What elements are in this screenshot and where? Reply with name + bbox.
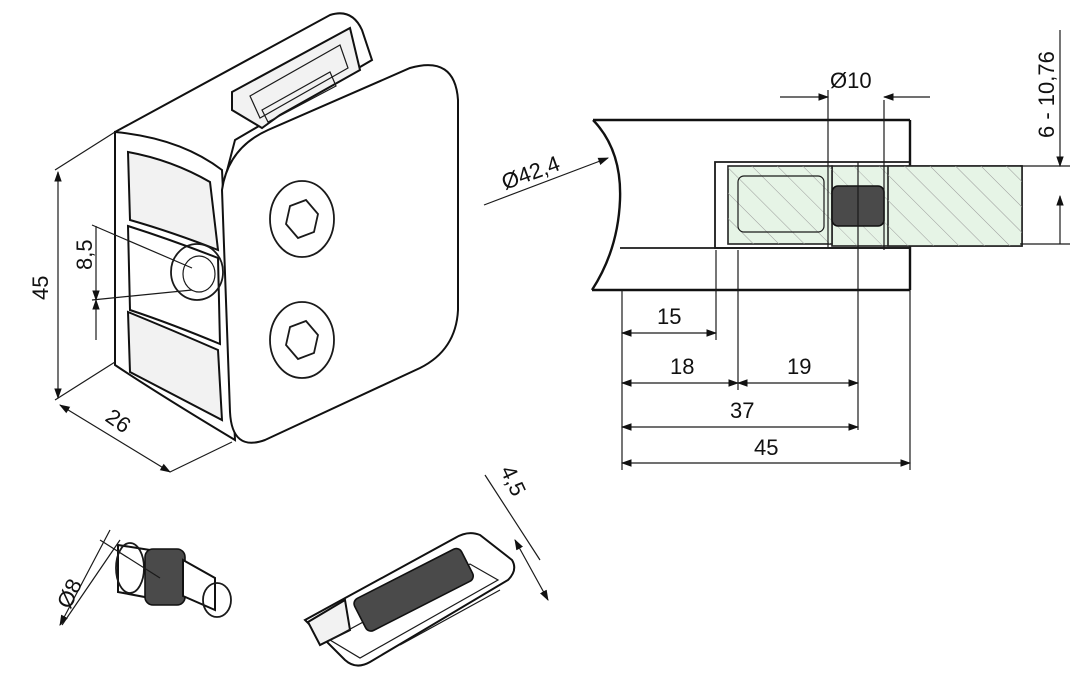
dim-19: 19 (787, 354, 811, 379)
iso-dimensions (54, 131, 233, 473)
section-view (590, 90, 1023, 430)
pad-part-view (303, 474, 549, 667)
section-dimensions (483, 30, 1070, 470)
dim-pin-part-diameter: Ø8 (52, 575, 87, 612)
pin-part-view (59, 529, 232, 626)
dim-pad-thickness: 4,5 (495, 462, 531, 500)
dim-45: 45 (754, 435, 778, 460)
dim-pin-diameter: Ø10 (830, 68, 872, 93)
dim-18: 18 (670, 354, 694, 379)
dim-iso-slot: 8,5 (72, 239, 97, 270)
isometric-clamp-view (114, 12, 459, 444)
dim-tube-diameter: Ø42,4 (498, 151, 563, 195)
dim-iso-height: 45 (28, 276, 53, 300)
dim-15: 15 (657, 304, 681, 329)
dim-glass-thickness: 6 - 10,76 (1034, 51, 1059, 138)
dim-37: 37 (730, 398, 754, 423)
